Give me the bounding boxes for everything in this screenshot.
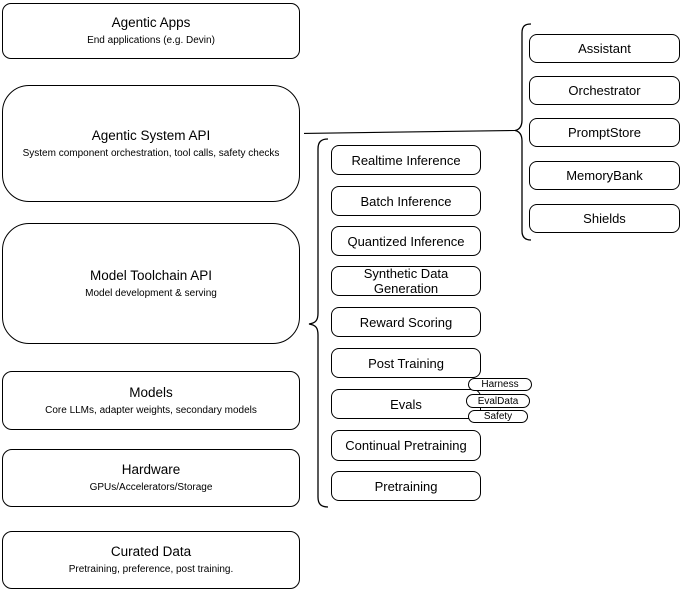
node-label: Synthetic Data Generation	[363, 266, 449, 296]
node-label: Shields	[583, 211, 626, 226]
node-agentic-apps: Agentic Apps End applications (e.g. Devi…	[2, 3, 300, 59]
tag-evaldata: EvalData	[466, 394, 530, 408]
node-orchestrator: Orchestrator	[529, 76, 680, 105]
tag-harness: Harness	[468, 378, 532, 391]
node-subtitle: Model development & serving	[85, 287, 217, 299]
node-label: Post Training	[368, 355, 444, 371]
node-title: Models	[129, 384, 173, 400]
node-realtime-inference: Realtime Inference	[331, 145, 481, 175]
node-agentic-system-api: Agentic System API System component orch…	[2, 85, 300, 202]
node-label: Quantized Inference	[347, 233, 465, 249]
tag-safety: Safety	[468, 410, 528, 423]
node-title: Model Toolchain API	[89, 267, 213, 283]
node-subtitle: End applications (e.g. Devin)	[87, 35, 215, 46]
node-assistant: Assistant	[529, 34, 680, 63]
node-models: Models Core LLMs, adapter weights, secon…	[2, 371, 300, 430]
node-memorybank: MemoryBank	[529, 161, 680, 190]
node-synthetic-data-generation: Synthetic Data Generation	[331, 266, 481, 296]
node-curated-data: Curated Data Pretraining, preference, po…	[2, 531, 300, 589]
node-label: Realtime Inference	[351, 152, 461, 168]
node-subtitle: Core LLMs, adapter weights, secondary mo…	[45, 404, 257, 416]
node-subtitle: Pretraining, preference, post training.	[68, 564, 234, 575]
node-hardware: Hardware GPUs/Accelerators/Storage	[2, 449, 300, 507]
node-title: Curated Data	[110, 544, 192, 559]
node-title: Agentic Apps	[111, 15, 191, 30]
node-continual-pretraining: Continual Pretraining	[331, 430, 481, 461]
node-title: Hardware	[121, 462, 181, 477]
node-label: Batch Inference	[360, 193, 452, 209]
agentic-api-connector-line	[303, 129, 516, 134]
node-label: Continual Pretraining	[345, 438, 467, 453]
node-quantized-inference: Quantized Inference	[331, 226, 481, 256]
tag-label: Safety	[483, 411, 513, 422]
node-pretraining: Pretraining	[331, 471, 481, 501]
node-reward-scoring: Reward Scoring	[331, 307, 481, 337]
node-label: Assistant	[578, 41, 631, 56]
node-label: Orchestrator	[568, 83, 641, 98]
node-shields: Shields	[529, 204, 680, 233]
node-promptstore: PromptStore	[529, 118, 680, 147]
node-label: Evals	[390, 396, 422, 412]
node-label: Reward Scoring	[359, 314, 453, 330]
node-label: PromptStore	[568, 125, 641, 140]
node-label: MemoryBank	[566, 168, 643, 183]
node-title: Agentic System API	[91, 127, 211, 143]
node-label: Pretraining	[374, 478, 438, 494]
node-subtitle: GPUs/Accelerators/Storage	[89, 482, 213, 493]
tag-label: Harness	[481, 379, 519, 390]
node-evals: Evals	[331, 389, 481, 419]
toolchain-column-brace	[308, 138, 329, 508]
node-post-training: Post Training	[331, 348, 481, 378]
node-batch-inference: Batch Inference	[331, 186, 481, 216]
tag-label: EvalData	[477, 395, 519, 407]
node-model-toolchain-api: Model Toolchain API Model development & …	[2, 223, 300, 344]
node-subtitle: System component orchestration, tool cal…	[22, 147, 280, 159]
